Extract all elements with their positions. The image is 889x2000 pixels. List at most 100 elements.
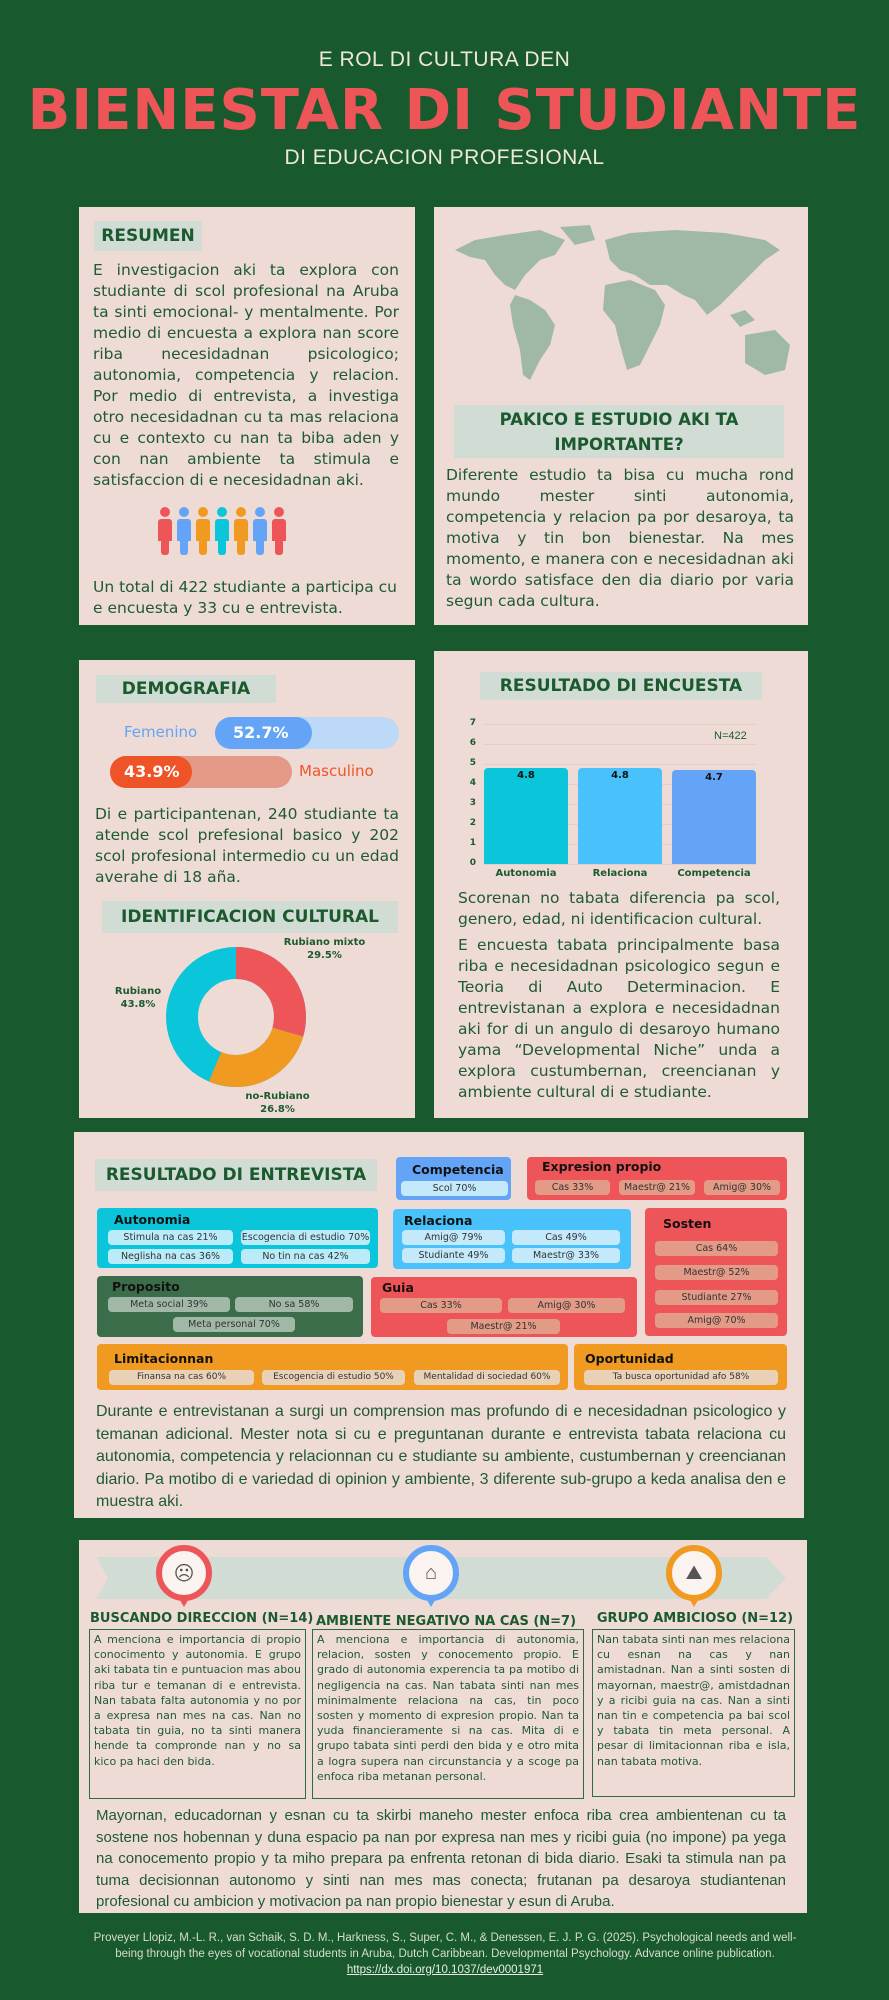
group-title: GRUPO AMBICIOSO (N=12) xyxy=(596,1611,794,1626)
card-title: Oportunidad xyxy=(585,1351,674,1366)
importance-title: PAKICO E ESTUDIO AKI TA IMPORTANTE? xyxy=(454,405,784,458)
importance-body: Diferente estudio ta bisa cu mucha rond … xyxy=(446,466,794,610)
card-title: Expresion propio xyxy=(542,1159,662,1174)
slice-value: 43.8% xyxy=(120,999,156,1010)
bar-category: Autonomia xyxy=(495,868,557,879)
n-label: N=422 xyxy=(714,730,747,742)
y-tick: 5 xyxy=(469,758,476,768)
chip: Cas 64% xyxy=(655,1241,778,1256)
male-label: Masculino xyxy=(299,762,374,780)
card-title: Sosten xyxy=(663,1216,712,1231)
doi-link[interactable]: https://dx.doi.org/10.1037/dev0001971 xyxy=(346,1964,544,1976)
chip: Escogencia di estudio 50% xyxy=(262,1370,405,1385)
chip: Meta personal 70% xyxy=(173,1317,295,1332)
resumen-title: RESUMEN xyxy=(94,221,202,251)
card-title: Competencia xyxy=(412,1162,504,1177)
pin-ambiente-negativo: ⌂ xyxy=(403,1545,459,1607)
y-tick: 3 xyxy=(469,798,476,808)
cultural-donut-chart xyxy=(166,947,306,1087)
y-tick: 1 xyxy=(469,838,476,848)
slice-value: 29.5% xyxy=(307,950,342,961)
bar-competencia xyxy=(672,770,756,864)
group-description: Nan tabata sinti nan mes relaciona cu es… xyxy=(592,1629,795,1797)
bar-category: Relaciona xyxy=(592,868,648,879)
slice-label: Rubiano mixto xyxy=(283,937,366,948)
card-title: Relaciona xyxy=(404,1213,473,1228)
reference-text: Proveyer Llopiz, M.-L. R., van Schaik, S… xyxy=(93,1932,797,1960)
chip: Maestr@ 33% xyxy=(512,1248,620,1263)
y-tick: 7 xyxy=(469,718,476,728)
person-icon xyxy=(272,507,286,555)
resumen-body: E investigacion aki ta explora con studi… xyxy=(93,261,399,489)
person-icon xyxy=(158,507,172,555)
male-bar-fill: 43.9% xyxy=(110,756,192,788)
encuesta-body: E encuesta tabata principalmente basa ri… xyxy=(458,936,780,1101)
chip: Maestr@ 52% xyxy=(655,1265,778,1280)
chip: Studiante 49% xyxy=(402,1248,505,1263)
gridline xyxy=(484,724,756,725)
bar-relaciona xyxy=(578,768,662,864)
house-icon: ⌂ xyxy=(403,1545,459,1601)
chip: Stimula na cas 21% xyxy=(108,1230,233,1245)
pin-grupo-ambicioso: ⛰ xyxy=(666,1545,722,1607)
chip: Cas 33% xyxy=(535,1180,610,1195)
chip: Amig@ 70% xyxy=(655,1313,778,1328)
pie-label-no-rubiano: no-Rubiano 26.8% xyxy=(240,1090,315,1116)
card-title: Autonomia xyxy=(114,1212,191,1227)
bar-category: Competencia xyxy=(677,868,751,879)
chip: Studiante 27% xyxy=(655,1290,778,1305)
chip: Neglisha na cas 36% xyxy=(108,1249,233,1264)
conclusion-text: Mayornan, educadornan y esnan cu ta skir… xyxy=(96,1807,786,1910)
reference: Proveyer Llopiz, M.-L. R., van Schaik, S… xyxy=(80,1930,810,1978)
card-title: Proposito xyxy=(112,1279,180,1294)
bar-autonomia xyxy=(484,768,568,864)
person-icon xyxy=(215,507,229,555)
resumen-total: Un total di 422 studiante a participa cu… xyxy=(93,578,397,617)
chip: No sa 58% xyxy=(235,1297,353,1312)
chip: No tin na cas 42% xyxy=(241,1249,370,1264)
chip: Meta social 39% xyxy=(108,1297,230,1312)
slice-label: Rubiano xyxy=(114,986,162,997)
pie-label-rubiano-mixto: Rubiano mixto 29.5% xyxy=(282,936,367,962)
gridline xyxy=(484,744,756,745)
chip: Scol 70% xyxy=(401,1181,508,1196)
person-icon xyxy=(253,507,267,555)
gridline xyxy=(484,764,756,765)
chip: Maestr@ 21% xyxy=(619,1180,695,1195)
chip: Cas 49% xyxy=(512,1230,620,1245)
chip: Amig@ 30% xyxy=(704,1180,780,1195)
demografia-title: DEMOGRAFIA xyxy=(96,675,276,703)
page-title: BIENESTAR DI STUDIANTE xyxy=(27,78,862,143)
chip: Maestr@ 21% xyxy=(447,1319,560,1334)
slice-label: no-Rubiano xyxy=(245,1091,310,1102)
demografia-body: Di e participantenan, 240 studiante ta a… xyxy=(95,805,399,886)
subgroups-panel xyxy=(79,1540,807,1913)
person-icon xyxy=(196,507,210,555)
group-description: A menciona e importancia di autonomia, r… xyxy=(312,1629,584,1799)
card-title: Guia xyxy=(382,1280,414,1295)
female-bar-fill: 52.7% xyxy=(215,717,312,749)
pie-label-rubiano: Rubiano 43.8% xyxy=(108,985,168,1011)
pin-buscando-direccion: ☹ xyxy=(156,1545,212,1607)
header-sub-title: DI EDUCACION PROFESIONAL xyxy=(284,146,605,169)
chip: Ta busca oportunidad afo 58% xyxy=(584,1370,778,1385)
encuesta-note: Scorenan no tabata diferencia pa scol, g… xyxy=(458,889,780,928)
chip: Cas 33% xyxy=(380,1298,502,1313)
people-icon-group xyxy=(158,507,286,555)
header-pre-title: E ROL DI CULTURA DEN xyxy=(318,48,571,71)
climbing-person-icon: ⛰ xyxy=(666,1545,722,1601)
female-label: Femenino xyxy=(124,723,198,741)
resumen-panel xyxy=(79,207,415,625)
slice-value: 26.8% xyxy=(260,1104,295,1115)
entrevista-title: RESULTADO DI ENTREVISTA xyxy=(95,1159,377,1191)
card-title: Limitacionnan xyxy=(114,1351,214,1366)
group-title: BUSCANDO DIRECCION (N=14) xyxy=(90,1611,314,1626)
identificacion-title: IDENTIFICACION CULTURAL xyxy=(102,901,398,933)
bar-value: 4.7 xyxy=(705,772,723,783)
world-map-icon xyxy=(455,225,790,380)
chip: Amig@ 79% xyxy=(402,1230,505,1245)
y-tick: 6 xyxy=(469,738,476,748)
y-tick: 0 xyxy=(469,858,476,868)
y-tick: 4 xyxy=(469,778,476,788)
entrevista-body: Durante e entrevistanan a surgi un compr… xyxy=(96,1403,786,1510)
